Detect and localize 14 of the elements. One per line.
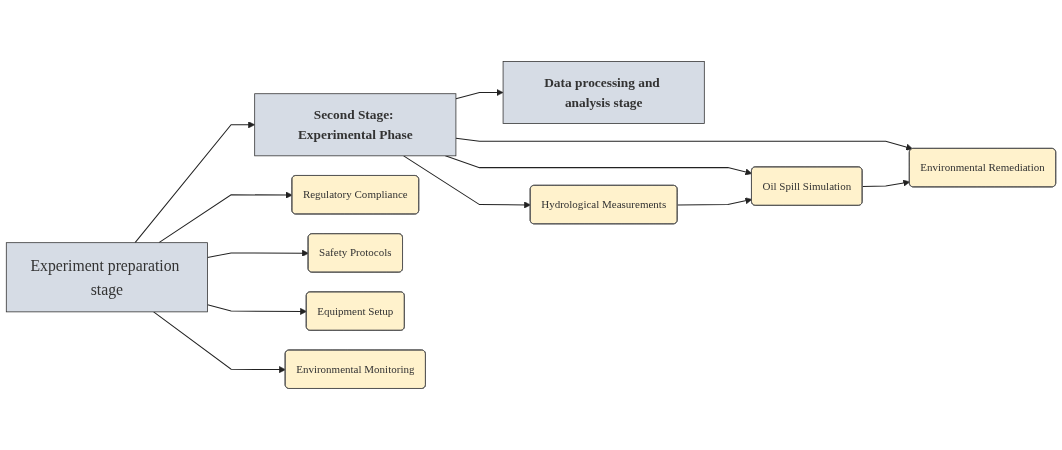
- arrow: [158, 191, 293, 244]
- arrow: [455, 137, 913, 151]
- node-box: Data processing and analysis stage: [502, 61, 705, 124]
- arrow: [403, 155, 531, 209]
- arrow: [207, 304, 307, 315]
- arrow: [207, 249, 309, 259]
- arrow: [455, 89, 504, 100]
- node-box: Second Stage: Experimental Phase: [254, 93, 457, 157]
- arrow: [444, 155, 753, 176]
- arrow: [134, 121, 255, 244]
- arrow: [153, 311, 286, 374]
- arrow: [677, 197, 753, 206]
- arrow: [862, 179, 910, 187]
- node-box: Experiment preparation stage: [5, 242, 208, 313]
